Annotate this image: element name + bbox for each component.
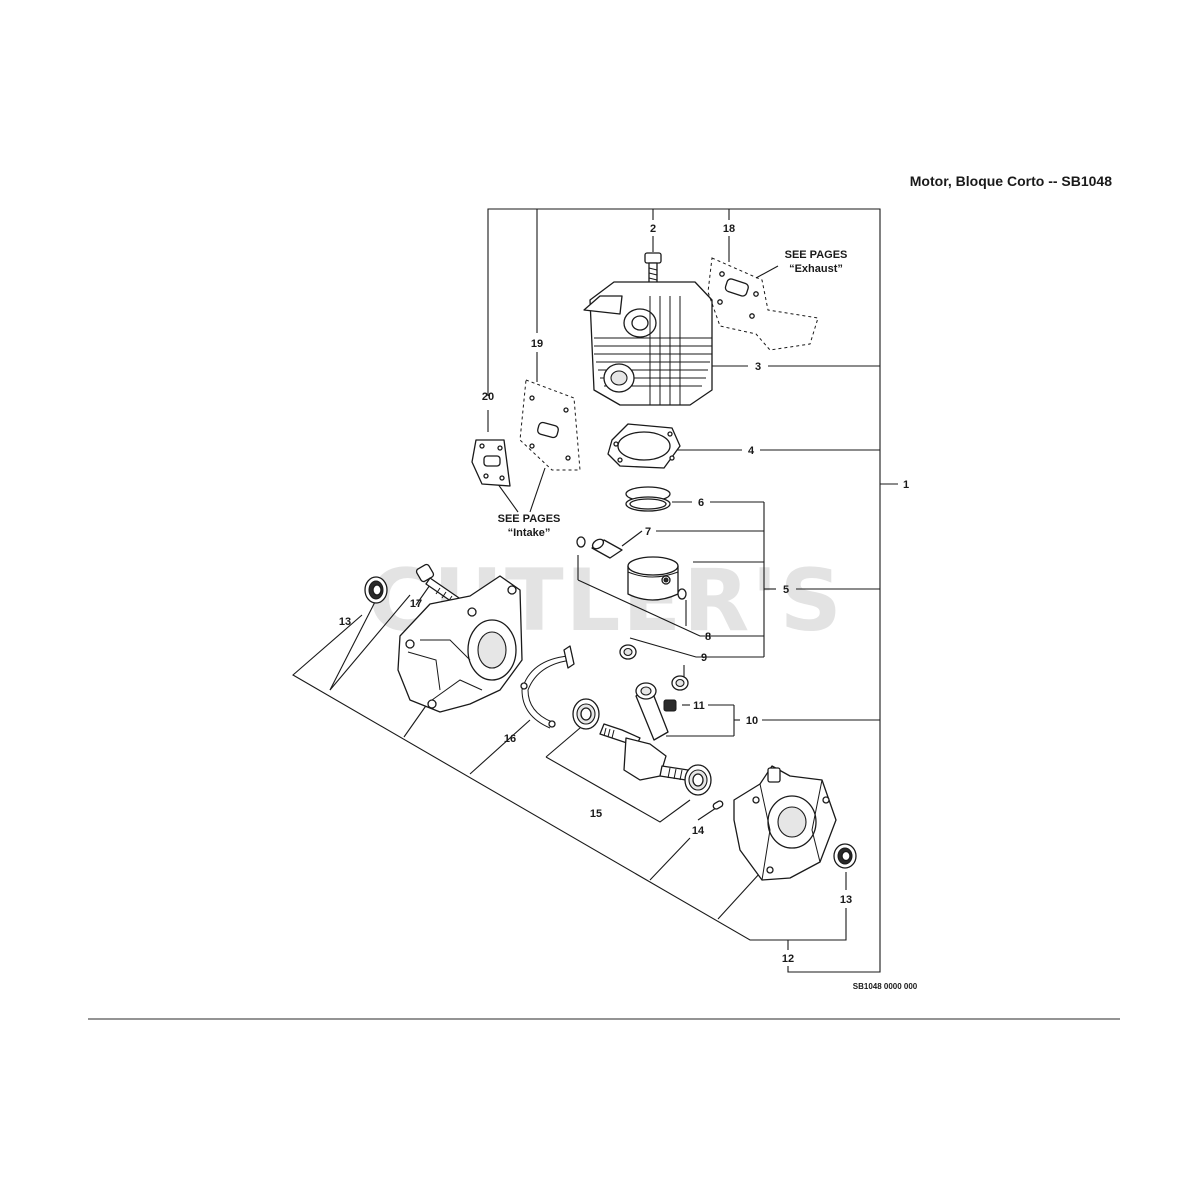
part-exhaust-gasket — [707, 257, 819, 351]
part-dowel-pin — [712, 800, 724, 810]
part-crankcase-gasket — [520, 645, 575, 729]
part-circlip-left — [576, 536, 586, 548]
part-needle-bearing — [663, 699, 677, 712]
part-intake-gasket-small — [471, 439, 511, 487]
callout-10: 10 — [746, 715, 758, 727]
part-oil-seal-left — [364, 576, 388, 604]
part-washer-right — [671, 675, 689, 691]
part-crankshaft — [599, 682, 689, 781]
callout-6: 6 — [698, 497, 704, 509]
part-crankcase-left — [397, 575, 523, 713]
callout-11: 11 — [693, 700, 705, 712]
callout-7: 7 — [645, 526, 651, 538]
callout-13-left: 13 — [339, 616, 351, 628]
note-intake: SEE PAGES “Intake” — [498, 513, 561, 539]
callout-2: 2 — [650, 223, 656, 235]
callout-20: 20 — [482, 391, 494, 403]
page-title: Motor, Bloque Corto -- SB1048 — [910, 173, 1112, 189]
callout-8: 8 — [705, 631, 711, 643]
part-cylinder-bolt — [644, 252, 662, 286]
callout-9: 9 — [701, 652, 707, 664]
part-washer-left — [619, 644, 637, 660]
callout-13-right: 13 — [840, 894, 852, 906]
part-bearing-right — [684, 764, 712, 796]
diagram-code: SB1048 0000 000 — [853, 982, 918, 991]
part-piston — [627, 556, 679, 601]
part-crankcase-right — [733, 765, 837, 881]
callout-18: 18 — [723, 223, 735, 235]
callout-12: 12 — [782, 953, 794, 965]
callout-3: 3 — [755, 361, 761, 373]
note-exhaust-line2: “Exhaust” — [789, 263, 843, 275]
note-intake-line1: SEE PAGES — [498, 513, 561, 525]
part-piston-pin — [591, 538, 623, 559]
callout-4: 4 — [748, 445, 755, 457]
part-base-gasket — [607, 423, 681, 469]
part-piston-rings — [625, 486, 671, 512]
callout-labels: 1 2 3 4 5 6 7 8 9 10 11 12 13 13 14 15 1… — [339, 223, 909, 965]
callout-15: 15 — [590, 808, 602, 820]
callout-17: 17 — [410, 598, 422, 610]
part-oil-seal-right — [833, 843, 857, 869]
note-exhaust-line1: SEE PAGES — [785, 249, 848, 261]
part-circlip-right — [677, 588, 687, 600]
callout-19: 19 — [531, 338, 543, 350]
part-intake-gasket-large — [519, 379, 581, 471]
callout-16: 16 — [504, 733, 516, 745]
part-bearing-left — [572, 698, 600, 730]
leader-lines — [292, 208, 898, 973]
note-intake-line2: “Intake” — [508, 527, 551, 539]
part-cylinder — [583, 281, 713, 406]
callout-5: 5 — [783, 584, 789, 596]
callout-14: 14 — [692, 825, 705, 837]
note-exhaust: SEE PAGES “Exhaust” — [785, 249, 848, 275]
callout-1: 1 — [903, 479, 909, 491]
